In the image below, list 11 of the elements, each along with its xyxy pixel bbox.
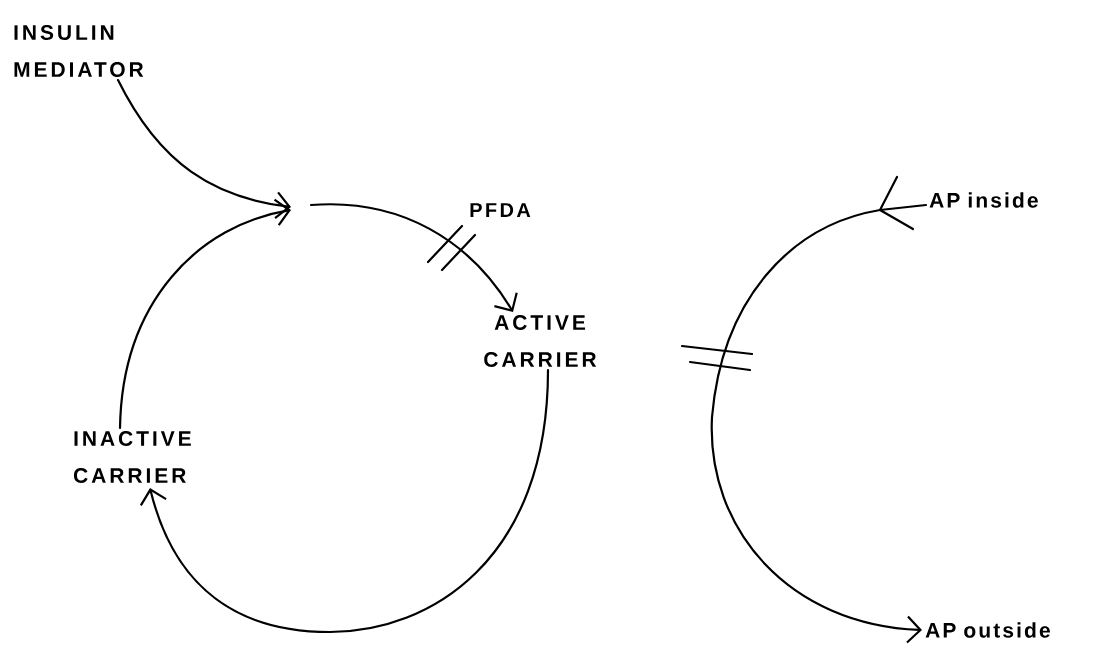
arrow (118, 198, 291, 430)
node-label: INACTIVE CARRIER (73, 431, 191, 483)
arrow (139, 368, 550, 634)
arrow (680, 175, 928, 644)
arrow (116, 78, 291, 220)
node-label: AP outside (925, 622, 1050, 638)
arrow (309, 203, 518, 312)
node-label: INSULIN MEDIATOR (14, 25, 144, 77)
edge-label: PFDA (467, 201, 533, 219)
node-label: ACTIVE CARRIER (484, 315, 597, 367)
node-label: AP inside (929, 192, 1038, 208)
